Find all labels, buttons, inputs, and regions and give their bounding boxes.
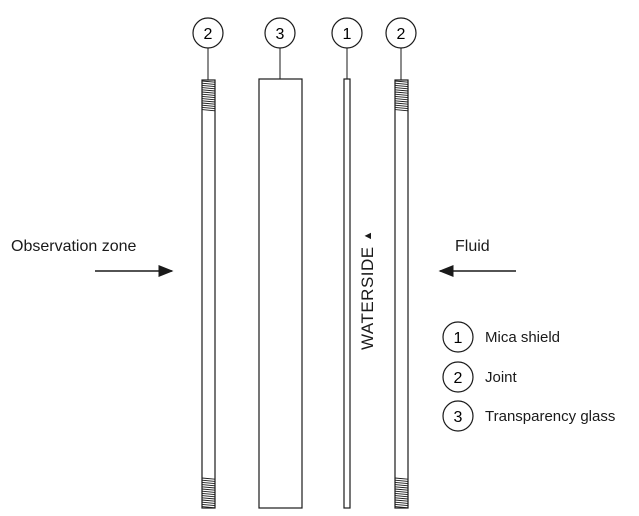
thread-line (201, 82, 216, 85)
thread-line (201, 506, 216, 509)
callout-joint-left-number: 2 (204, 26, 213, 43)
thread-line (394, 104, 409, 107)
mica-shield (343, 78, 351, 509)
thread-line (394, 106, 409, 110)
thread-line (394, 501, 409, 504)
legend-label-mica: Mica shield (485, 329, 561, 346)
thread-line (201, 479, 216, 482)
thread-line (394, 84, 409, 88)
legend-number: 1 (454, 330, 463, 347)
thread-line (201, 501, 216, 504)
thread-line (201, 486, 216, 489)
callout-joint-right: 2 (385, 17, 417, 80)
transparency-glass (258, 78, 303, 509)
thread-line (201, 91, 216, 94)
legend-label-joint: Joint (485, 369, 517, 386)
thread-line (201, 495, 216, 498)
thread-line (201, 102, 216, 105)
joint-right-thread-bottom (394, 477, 409, 509)
thread-line (394, 89, 409, 92)
thread-line (394, 102, 409, 105)
joint-left (201, 79, 216, 509)
thread-line (394, 486, 409, 489)
thread-line (201, 488, 216, 491)
waterside-label: WATERSIDE ▲ (358, 230, 378, 350)
callout-joint-left: 2 (192, 17, 224, 80)
thread-line (394, 479, 409, 482)
thread-line (394, 492, 409, 496)
thread-line (394, 497, 409, 500)
thread-line (394, 80, 409, 83)
thread-line (394, 109, 409, 112)
observation-zone-label: Observation zone (11, 238, 137, 255)
thread-line (201, 477, 216, 480)
thread-line (201, 104, 216, 107)
legend-number: 2 (454, 370, 463, 387)
joint-left-thread-top (201, 80, 216, 112)
waterside-arrow-icon: ▲ (362, 229, 374, 242)
thread-line (394, 98, 409, 101)
thread-line (394, 95, 409, 99)
fluid-label: Fluid (455, 238, 490, 255)
thread-line (201, 503, 216, 507)
joint-right-thread-top (394, 80, 409, 112)
callout-mica-number: 1 (343, 26, 352, 43)
legend-item-mica: 1 (442, 321, 474, 353)
thread-line (201, 499, 216, 502)
legend-number: 3 (454, 409, 463, 426)
joint-left-thread-bottom (201, 477, 216, 509)
thread-line (394, 499, 409, 502)
thread-line (201, 100, 216, 103)
thread-line (201, 106, 216, 110)
legend-item-glass: 3 (442, 400, 474, 432)
waterside-text: WATERSIDE (358, 246, 377, 351)
thread-line (201, 481, 216, 485)
thread-line (394, 503, 409, 507)
thread-line (394, 490, 409, 493)
thread-line (394, 87, 409, 90)
thread-line (201, 93, 216, 96)
thread-line (394, 82, 409, 85)
thread-line (394, 477, 409, 480)
thread-line (201, 484, 216, 487)
callout-mica: 1 (331, 17, 363, 79)
thread-line (201, 98, 216, 101)
thread-line (394, 484, 409, 487)
callout-glass-number: 3 (276, 26, 285, 43)
thread-line (201, 492, 216, 496)
thread-line (201, 84, 216, 88)
thread-line (394, 481, 409, 485)
callout-joint-right-number: 2 (397, 26, 406, 43)
thread-line (394, 93, 409, 96)
thread-line (394, 91, 409, 94)
thread-line (201, 80, 216, 83)
joint-right (394, 79, 409, 509)
thread-line (201, 109, 216, 112)
thread-line (201, 490, 216, 493)
thread-line (201, 87, 216, 90)
thread-line (201, 89, 216, 92)
thread-line (201, 497, 216, 500)
thread-line (394, 488, 409, 491)
callout-glass: 3 (264, 17, 296, 79)
thread-line (394, 495, 409, 498)
thread-line (394, 506, 409, 509)
legend-item-joint: 2 (442, 361, 474, 393)
thread-line (394, 100, 409, 103)
legend-label-glass: Transparency glass (485, 408, 616, 425)
thread-line (201, 95, 216, 99)
